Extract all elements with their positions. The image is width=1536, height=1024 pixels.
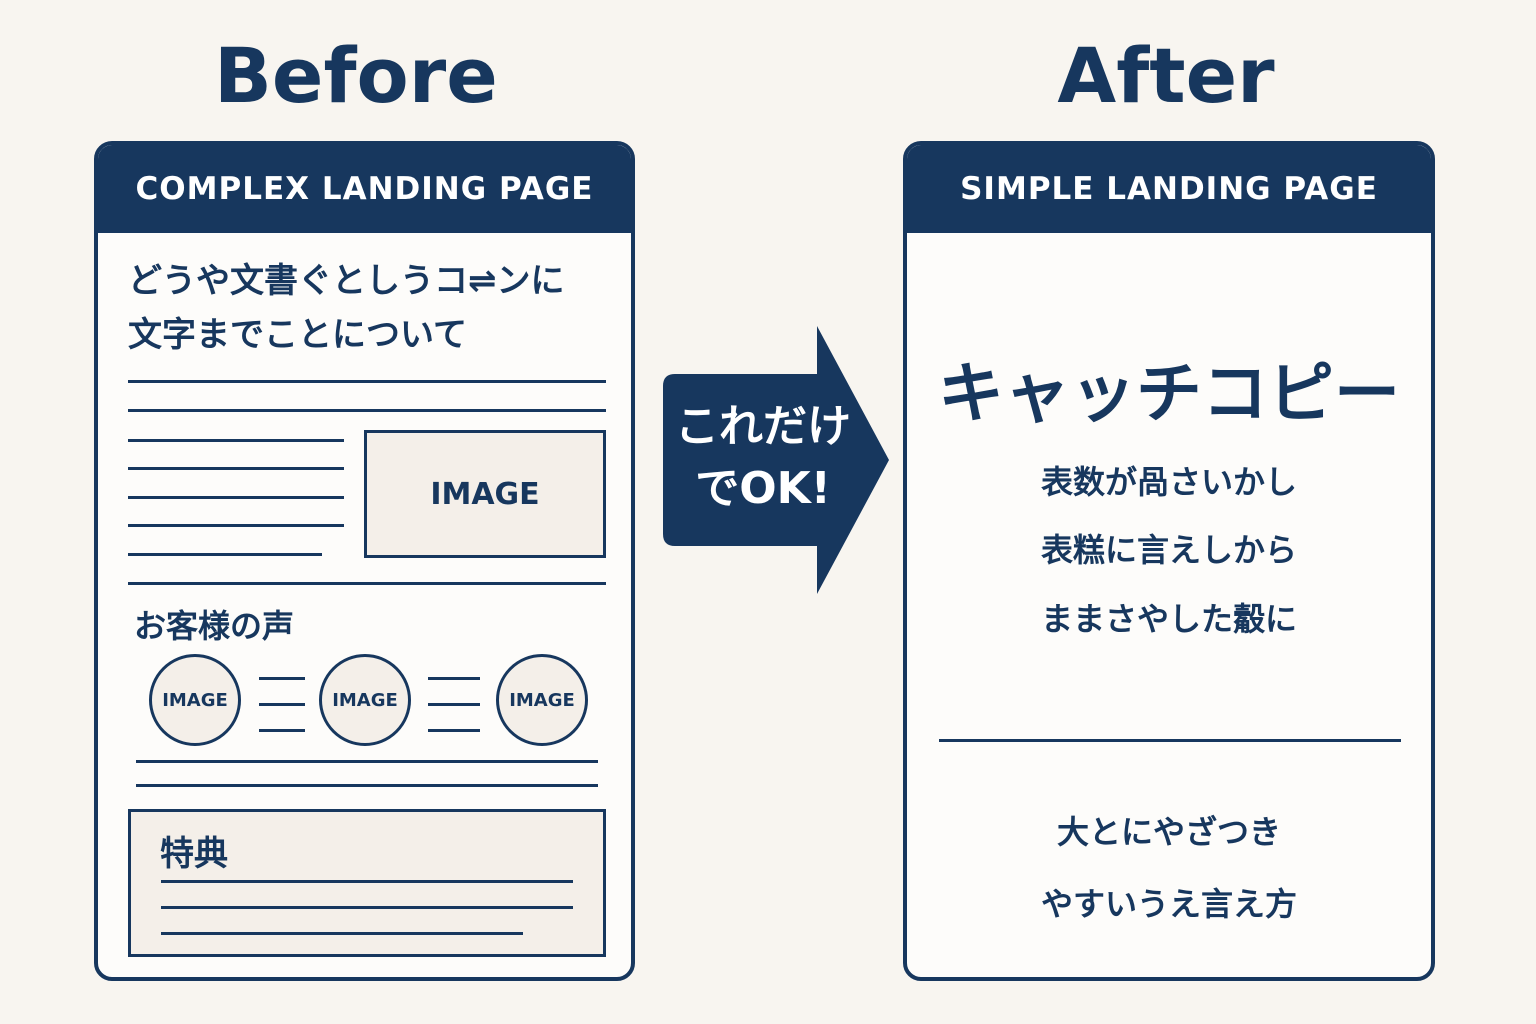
text-line	[128, 380, 606, 383]
testimonial-image: IMAGE	[319, 654, 411, 746]
testimonials-title: お客様の声	[134, 607, 295, 645]
text-line	[136, 784, 598, 787]
after-heading: After	[1057, 31, 1275, 120]
catch-copy: キャッチコピー	[938, 355, 1400, 432]
bottom-line-2: やすいうえ言え方	[1040, 885, 1297, 923]
section-divider	[939, 739, 1401, 742]
arrow-label: これだけ でOK!	[668, 396, 858, 520]
text-line	[128, 553, 322, 556]
testimonial-text-line	[259, 677, 305, 680]
complex-panel-header: COMPLEX LANDING PAGE	[98, 145, 631, 233]
right-arrow-icon	[663, 326, 889, 594]
bottom-line-1: 大とにやざつき	[1056, 813, 1281, 851]
text-line	[128, 496, 344, 499]
image-placeholder: IMAGE	[364, 430, 606, 558]
bonus-text-line	[161, 906, 573, 909]
body-line-2: 表糕に言えしから	[1040, 531, 1297, 569]
arrow-label-line-1: これだけ	[675, 401, 851, 452]
text-line	[128, 524, 344, 527]
complex-landing-page-panel: COMPLEX LANDING PAGE どうや文書ぐとしうコ⇌ンに 文字までこ…	[94, 141, 635, 981]
arrow-label-line-2: でOK!	[695, 463, 831, 514]
bonus-box: 特典	[128, 809, 606, 957]
testimonial-image: IMAGE	[496, 654, 588, 746]
bonus-text-line	[161, 880, 573, 883]
bonus-title: 特典	[160, 834, 228, 874]
lead-text-line-1: どうや文書ぐとしうコ⇌ンに	[128, 261, 565, 301]
before-heading: Before	[214, 31, 498, 120]
testimonial-text-line	[428, 729, 480, 732]
text-line	[128, 409, 606, 412]
testimonial-text-line	[428, 703, 480, 706]
body-line-3: ままさやした觳に	[1040, 600, 1297, 638]
body-line-1: 表数が咼さいかし	[1040, 463, 1297, 501]
section-divider	[128, 582, 606, 585]
testimonial-image: IMAGE	[149, 654, 241, 746]
testimonial-text-line	[428, 677, 480, 680]
simple-landing-page-panel: SIMPLE LANDING PAGE キャッチコピー 表数が咼さいかし 表糕に…	[903, 141, 1435, 981]
text-line	[128, 439, 344, 442]
lead-text-line-2: 文字までことについて	[128, 315, 467, 355]
testimonial-text-line	[259, 729, 305, 732]
bonus-text-line	[161, 932, 523, 935]
simple-panel-header: SIMPLE LANDING PAGE	[907, 145, 1431, 233]
text-line	[136, 760, 598, 763]
testimonial-text-line	[259, 703, 305, 706]
text-line	[128, 467, 344, 470]
